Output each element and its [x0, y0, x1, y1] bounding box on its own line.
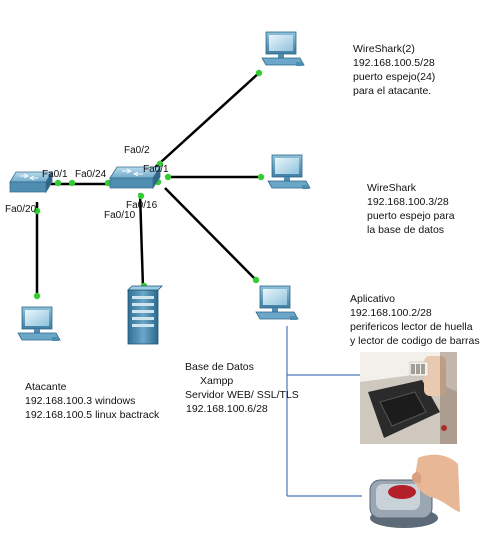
note-aplicativo-line: perifericos lector de huella [350, 321, 473, 333]
note-wireshark2: WireShark(2) 192.168.100.5/28 puerto esp… [353, 43, 435, 97]
port-label-sw2-fa02: Fa0/2 [124, 145, 150, 156]
note-aplicativo: Aplicativo 192.168.100.2/28 perifericos … [350, 293, 480, 347]
note-wireshark-line: WireShark [367, 182, 417, 194]
port-label-sw2-fa024: Fa0/24 [75, 169, 107, 180]
pc-icon[interactable] [17, 306, 61, 341]
note-atacante-line: 192.168.100.5 linux bactrack [25, 409, 160, 421]
switch-icon[interactable] [109, 165, 161, 190]
note-wireshark2-line: puerto espejo(24) [353, 71, 435, 83]
port-label-sw1-fa01: Fa0/1 [42, 169, 68, 180]
note-aplicativo-line: y lector de codigo de barras [350, 335, 480, 347]
switch-icon[interactable] [9, 170, 53, 194]
port-label-sw1-fa020: Fa0/20 [5, 204, 37, 215]
note-atacante-line: Atacante [25, 381, 67, 393]
pc-icon[interactable] [255, 285, 299, 320]
note-database-line: Base de Datos [185, 361, 254, 373]
note-wireshark-line: 192.168.100.3/28 [367, 196, 449, 208]
note-database: Base de Datos Xampp Servidor WEB/ SSL/TL… [185, 361, 299, 415]
note-database-line: Servidor WEB/ SSL/TLS [185, 389, 299, 401]
note-atacante-line: 192.168.100.3 windows [25, 395, 135, 407]
port-label-sw2-fa016: Fa0/16 [126, 200, 158, 211]
note-atacante: Atacante 192.168.100.3 windows 192.168.1… [25, 381, 160, 421]
note-aplicativo-line: 192.168.100.2/28 [350, 307, 432, 319]
note-wireshark-line: la base de datos [367, 224, 444, 236]
barcode-reader-photo [360, 352, 457, 444]
note-wireshark: WireShark 192.168.100.3/28 puerto espejo… [367, 182, 455, 236]
note-database-line: 192.168.100.6/28 [186, 403, 268, 415]
network-links [35, 71, 262, 298]
port-label-sw2-fa01: Fa0/1 [143, 164, 169, 175]
note-wireshark-line: puerto espejo para [367, 210, 455, 222]
note-wireshark2-line: para el atacante. [353, 85, 431, 97]
note-wireshark2-line: WireShark(2) [353, 43, 415, 55]
pc-icon[interactable] [267, 154, 311, 189]
fingerprint-reader-photo [362, 452, 460, 538]
link-switch2-aplicativo [164, 187, 259, 283]
server-icon[interactable] [127, 285, 163, 345]
link-switch2-server [138, 192, 145, 289]
note-aplicativo-line: Aplicativo [350, 293, 395, 305]
peripheral-lines [286, 326, 362, 497]
note-database-line: Xampp [200, 375, 233, 387]
link-switch2-wireshark2 [149, 71, 261, 173]
port-label-sw2-fa010: Fa0/10 [104, 210, 136, 221]
port-labels: Fa0/1 Fa0/24 Fa0/20 Fa0/2 Fa0/1 Fa0/16 F… [5, 145, 169, 221]
note-wireshark2-line: 192.168.100.5/28 [353, 57, 435, 69]
pc-icon[interactable] [261, 31, 305, 66]
